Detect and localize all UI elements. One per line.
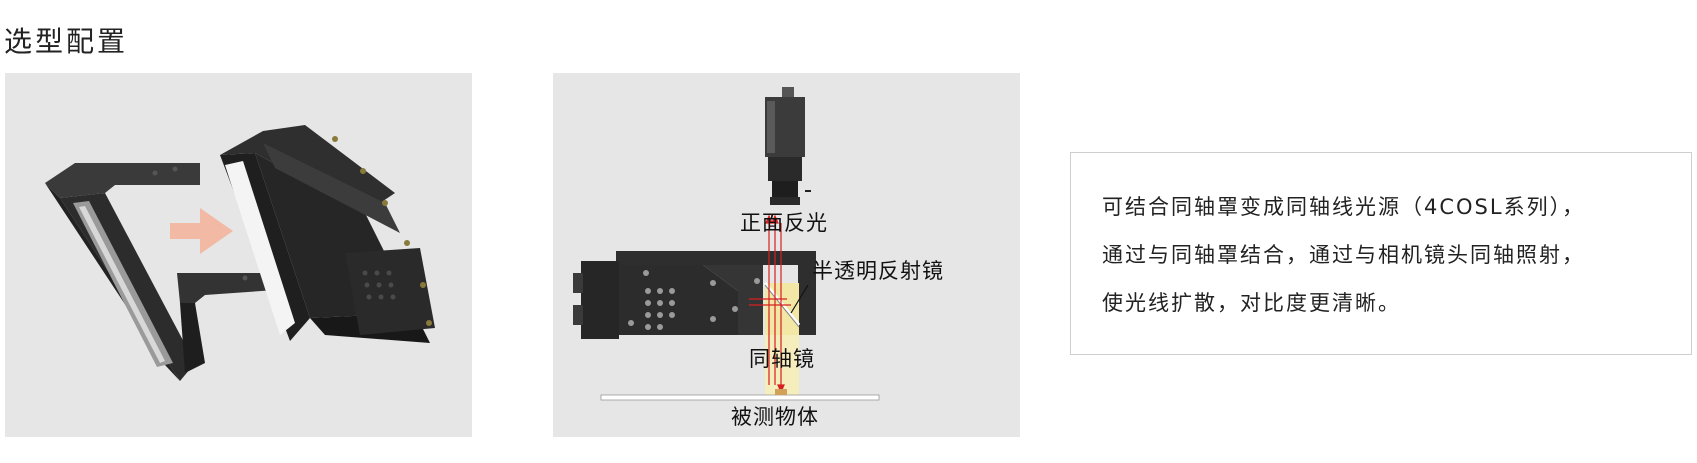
label-front-light: 正面反光 (740, 211, 828, 235)
label-half-mirror: 半透明反射镜 (812, 259, 944, 283)
description-line-2: 通过与同轴罩结合，通过与相机镜头同轴照射， (1102, 243, 1585, 267)
coaxial-housing-top (616, 251, 816, 265)
line-light-emitter (225, 161, 295, 335)
coaxial-housing-right (798, 265, 816, 335)
description-line-1: 可结合同轴罩变成同轴线光源（4COSL系列）， (1102, 195, 1586, 219)
label-object: 被测物体 (731, 405, 819, 429)
test-object (775, 389, 787, 395)
section-title: 选型配置 (4, 25, 129, 58)
product-illustration-panel (5, 73, 472, 437)
product-illustration (45, 125, 435, 381)
light-rays (765, 214, 785, 394)
coaxial-hood-top (45, 163, 200, 198)
label-coaxial-mirror: 同轴镜 (749, 347, 815, 371)
connector-block (581, 261, 619, 339)
line-light-side-panel (345, 248, 435, 335)
camera-top-cap (782, 87, 794, 97)
coaxial-hood-window-inner (79, 206, 165, 363)
line-light-fins (263, 143, 400, 233)
coaxial-hood-bottom-plate (180, 303, 205, 373)
description-line-3: 使光线扩散，对比度更清晰。 (1102, 291, 1401, 315)
coaxial-diagram-panel: 正面反光 半透明反射镜 同轴镜 被测物体 (553, 73, 1020, 437)
object-plate (600, 394, 880, 401)
coaxial-hood-bottom-arm (177, 273, 290, 303)
assembly-arrow (170, 208, 233, 254)
camera-lens (768, 157, 802, 181)
description-box: 可结合同轴罩变成同轴线光源（4COSL系列）， 通过与同轴罩结合，通过与相机镜头… (1070, 152, 1692, 355)
half-mirror (763, 282, 801, 326)
light-source-block (703, 265, 763, 335)
coaxial-diagram (573, 87, 880, 401)
